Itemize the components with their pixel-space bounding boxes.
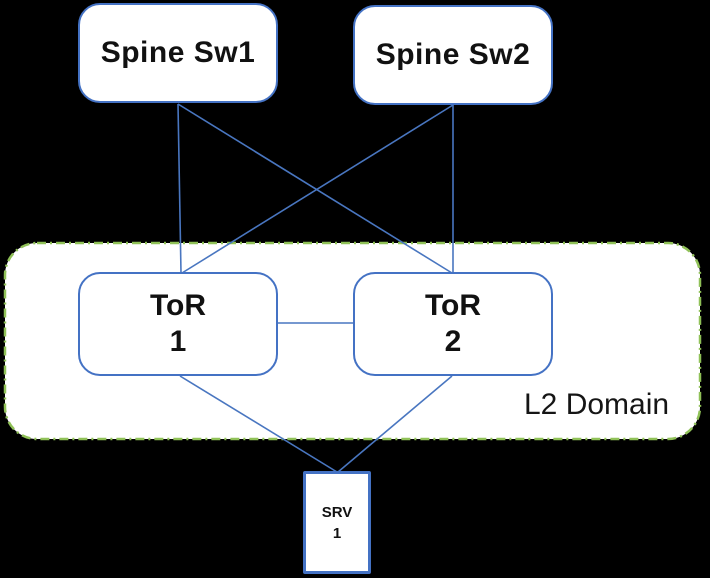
node-tor-1: ToR 1: [78, 272, 278, 376]
node-srv-1-number: 1: [332, 524, 342, 542]
link-spine2-tor1: [181, 104, 454, 274]
node-tor-1-label: ToR: [149, 289, 207, 322]
node-tor-2-label: ToR: [424, 289, 482, 322]
link-spine1-tor1: [177, 103, 182, 274]
node-srv-1-label: SRV: [321, 503, 353, 521]
link-tor2-srv1: [337, 375, 453, 473]
node-srv-1: SRV 1: [303, 471, 371, 574]
node-spine-sw2: Spine Sw2: [353, 5, 553, 105]
node-tor-1-number: 1: [169, 325, 187, 358]
node-tor-2-number: 2: [444, 325, 462, 358]
l2-domain-label: L2 Domain: [524, 388, 670, 421]
link-tor1-srv1: [179, 375, 338, 473]
node-tor-2: ToR 2: [353, 272, 553, 376]
node-spine-sw1: Spine Sw1: [78, 3, 278, 103]
link-spine1-tor2: [177, 103, 453, 274]
node-spine-sw2-label: Spine Sw2: [375, 38, 531, 71]
node-spine-sw1-label: Spine Sw1: [100, 36, 256, 69]
